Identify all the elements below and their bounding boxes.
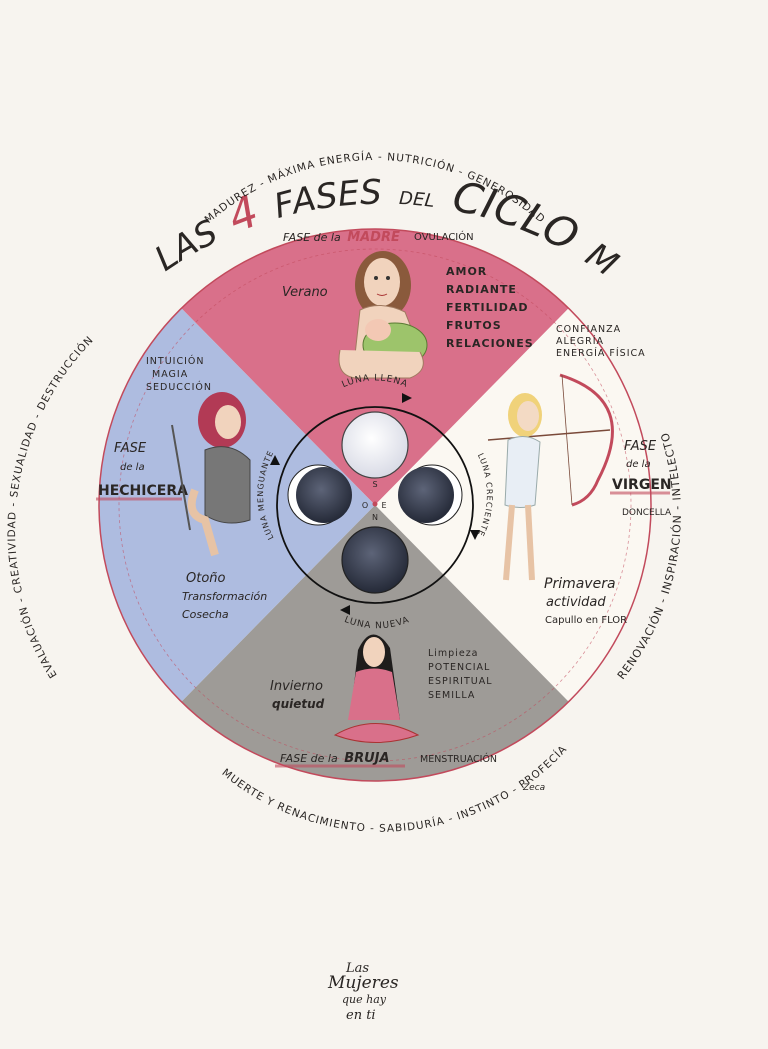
compass-center: S E N O xyxy=(362,480,387,522)
svg-text:que hay: que hay xyxy=(342,993,387,1006)
svg-text:FERTILIDAD: FERTILIDAD xyxy=(446,301,528,314)
ring-text-left: EVALUACIÓN - CREATIVIDAD - SEXUALIDAD - … xyxy=(6,334,96,680)
bruja-name: BRUJA xyxy=(344,751,389,766)
svg-text:S: S xyxy=(372,480,377,489)
virgen-season-sub: actividad xyxy=(546,595,606,610)
hechicera-de-la: de la xyxy=(120,462,145,473)
svg-text:N: N xyxy=(372,513,378,522)
mother-figure-icon xyxy=(338,251,428,379)
svg-text:AMOR: AMOR xyxy=(446,265,487,278)
svg-text:INTUICIÓN: INTUICIÓN xyxy=(146,355,205,367)
cycle-arrows-icon xyxy=(270,393,480,615)
virgen-fase-label: FASE xyxy=(624,439,657,454)
madre-name: MADRE xyxy=(347,230,400,245)
outer-ring xyxy=(98,228,652,782)
svg-text:SEMILLA: SEMILLA xyxy=(428,690,475,701)
madre-event: OVULACIÓN xyxy=(414,230,474,243)
bruja-fase-label: FASE de la xyxy=(280,752,338,765)
virgen-de-la: de la xyxy=(626,459,651,470)
bruja-season: Invierno xyxy=(270,679,323,694)
svg-text:CONFIANZA: CONFIANZA xyxy=(556,324,621,335)
svg-text:POTENCIAL: POTENCIAL xyxy=(428,662,490,673)
virgen-sub: DONCELLA xyxy=(622,508,672,518)
bruja-event: MENSTRUACIÓN xyxy=(420,753,497,765)
svg-text:en ti: en ti xyxy=(346,1008,376,1023)
svg-text:ALEGRÍA: ALEGRÍA xyxy=(556,335,604,347)
hechicera-season-sub2: Cosecha xyxy=(182,608,229,621)
crone-figure-icon xyxy=(333,634,420,743)
madre-phase: FASE de la MADRE OVULACIÓN Verano AMOR R… xyxy=(282,230,534,379)
svg-text:SEDUCCIÓN: SEDUCCIÓN xyxy=(146,381,212,393)
hechicera-season-sub: Transformación xyxy=(182,590,267,603)
svg-text:FASE de la BRUJA: FASE de la BRUJA xyxy=(280,751,390,766)
archer-figure-icon xyxy=(487,373,614,581)
bruja-phase: Invierno quietud Limpieza POTENCIAL ESPI… xyxy=(270,634,497,768)
hechicera-season: Otoño xyxy=(186,571,226,586)
hechicera-name: HECHICERA xyxy=(98,483,188,499)
bruja-traits: Limpieza POTENCIAL ESPIRITUAL SEMILLA xyxy=(428,648,493,701)
full-moon-icon xyxy=(341,411,409,479)
moon-cycle: S E N O LUNA LLENA LUNA NUEVA LUNA MENGU… xyxy=(256,373,493,631)
virgen-name: VIRGEN xyxy=(612,477,672,493)
svg-text:FASE de la MADRE: FASE de la MADRE xyxy=(283,230,400,245)
virgen-season-sub2: Capullo en FLOR xyxy=(545,615,627,626)
svg-text:MAGIA: MAGIA xyxy=(152,369,188,380)
hechicera-phase: INTUICIÓN MAGIA SEDUCCIÓN FASE de la HEC… xyxy=(96,355,267,621)
svg-text:E: E xyxy=(381,501,386,510)
svg-text:O: O xyxy=(362,501,368,510)
hechicera-fase-label: FASE xyxy=(114,441,147,456)
svg-text:RADIANTE: RADIANTE xyxy=(446,283,517,296)
artist-signature: Zeca xyxy=(522,783,545,793)
madre-traits: AMOR RADIANTE FERTILIDAD FRUTOS RELACION… xyxy=(446,265,534,350)
svg-text:FRUTOS: FRUTOS xyxy=(446,319,502,332)
virgen-season: Primavera xyxy=(544,576,616,592)
new-moon-icon xyxy=(341,526,409,594)
waning-moon-icon xyxy=(287,464,352,526)
madre-fase-label: FASE de la xyxy=(283,231,341,244)
madre-season: Verano xyxy=(282,285,328,300)
svg-text:Las: Las xyxy=(345,961,369,976)
svg-text:Limpieza: Limpieza xyxy=(428,648,479,659)
sorceress-figure-icon xyxy=(171,392,251,557)
inner-ring xyxy=(276,406,474,604)
bruja-season-sub: quietud xyxy=(272,697,325,711)
svg-text:ENERGÍA FÍSICA: ENERGÍA FÍSICA xyxy=(556,347,646,359)
svg-text:Mujeres: Mujeres xyxy=(327,973,399,993)
brand-logo: Las Mujeres que hay en ti xyxy=(318,950,428,1030)
svg-text:RELACIONES: RELACIONES xyxy=(446,337,534,350)
virgen-phase: CONFIANZA ALEGRÍA ENERGÍA FÍSICA FASE de… xyxy=(487,324,672,626)
waxing-moon-icon xyxy=(398,464,463,526)
svg-text:ESPIRITUAL: ESPIRITUAL xyxy=(428,676,493,687)
virgen-traits: CONFIANZA ALEGRÍA ENERGÍA FÍSICA xyxy=(556,324,646,359)
hechicera-traits: INTUICIÓN MAGIA SEDUCCIÓN xyxy=(146,355,212,393)
